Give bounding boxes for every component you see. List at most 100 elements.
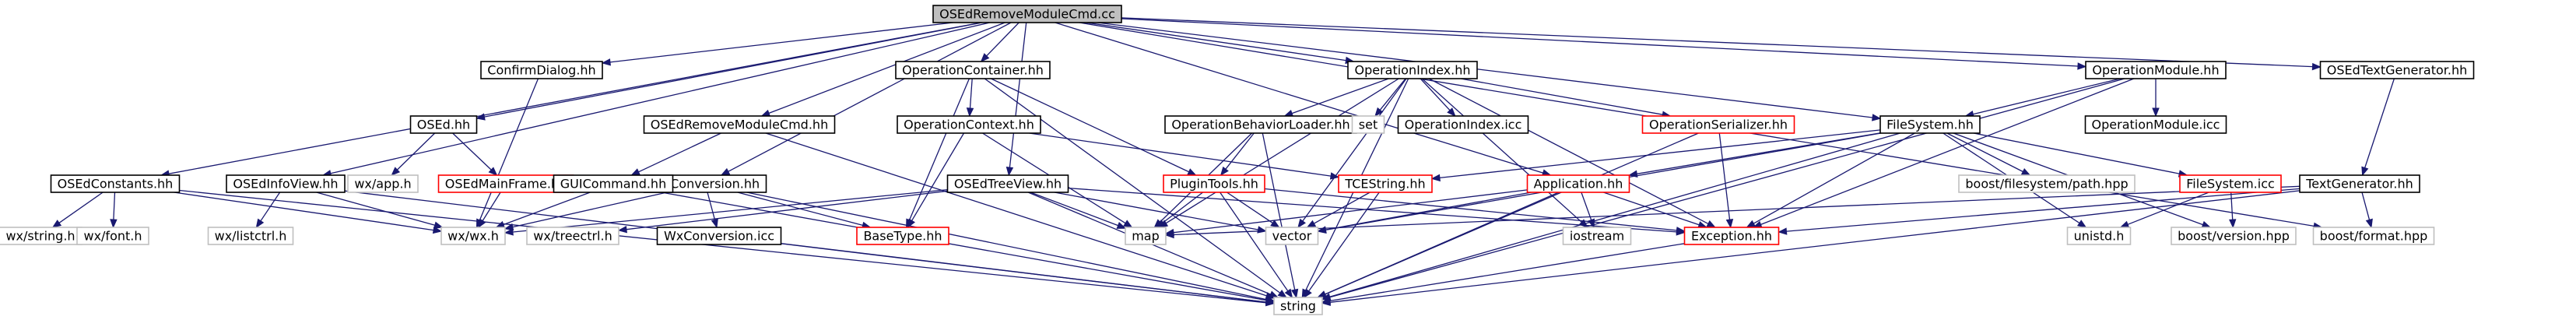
node-vector: vector <box>1265 227 1319 245</box>
edge-opindex-to-opindexicc <box>1420 78 1456 117</box>
edge-root-to-opcontainer <box>980 22 1020 62</box>
edge-textgenerator-to-map <box>1164 185 2301 239</box>
node-label: WxConversion.icc <box>664 229 774 244</box>
node-label: map <box>1132 229 1160 244</box>
node-filesystem[interactable]: FileSystem.hh <box>1879 115 1981 134</box>
edge-filesystemicc-to-boostversion <box>2229 192 2237 229</box>
edge-opindex-to-iostream <box>1421 78 1588 228</box>
node-opcontainer[interactable]: OperationContainer.hh <box>895 61 1051 79</box>
node-label: OSEdTextGenerator.hh <box>2327 63 2468 78</box>
node-guicommand[interactable]: GUICommand.hh <box>553 174 674 193</box>
node-label: OperationBehaviorLoader.hh <box>1171 118 1349 132</box>
node-textgenhh[interactable]: OSEdTextGenerator.hh <box>2319 61 2475 79</box>
edge-opcontainer-to-plugintools <box>991 78 1197 176</box>
node-wxwx: wx/wx.h <box>440 227 506 245</box>
node-label: PluginTools.hh <box>1170 177 1258 192</box>
node-label: OSEdMainFrame.hh <box>445 177 567 192</box>
node-opmoduleicc[interactable]: OperationModule.icc <box>2084 115 2227 134</box>
edge-infoview-to-wxwx <box>316 192 444 229</box>
edge-filesystem-to-pathhpp <box>1946 132 2031 176</box>
node-behaviorloader[interactable]: OperationBehaviorLoader.hh <box>1164 115 1357 134</box>
node-label: set <box>1359 118 1377 132</box>
edge-confirm-to-wxwx <box>476 78 539 229</box>
edge-root-to-textgenhh <box>1121 17 2322 71</box>
node-label: OperationIndex.icc <box>1405 118 1522 132</box>
edge-root-to-treeview <box>1005 22 1027 177</box>
edge-textgenerator-to-boostformat <box>2361 192 2373 229</box>
node-wxconvicc[interactable]: WxConversion.icc <box>656 227 782 245</box>
node-label: TextGenerator.hh <box>2305 177 2413 192</box>
node-label: boost/format.hpp <box>2320 229 2428 244</box>
edge-opindex-to-map <box>1158 78 1399 228</box>
node-label: Application.hh <box>1534 177 1623 192</box>
node-label: iostream <box>1570 229 1624 244</box>
node-label: wx/treectrl.h <box>533 229 612 244</box>
node-mainframe[interactable]: OSEdMainFrame.hh <box>437 174 574 193</box>
edge-textgenhh-to-textgenerator <box>2361 78 2395 177</box>
edge-treeview-to-wxtreectrl <box>617 190 948 234</box>
node-basetype[interactable]: BaseType.hh <box>856 227 949 245</box>
node-label: wx/app.h <box>354 177 411 192</box>
node-constants[interactable]: OSEdConstants.hh <box>50 174 181 193</box>
edge-infoview-to-string <box>344 190 1276 306</box>
node-application[interactable]: Application.hh <box>1526 174 1630 193</box>
node-confirm[interactable]: ConfirmDialog.hh <box>480 61 603 79</box>
node-map: map <box>1125 227 1167 245</box>
node-label: unistd.h <box>2074 229 2125 244</box>
edge-mainframe-to-wxwx <box>478 192 501 229</box>
node-label: OSEdConstants.hh <box>58 177 174 192</box>
node-serializer[interactable]: OperationSerializer.hh <box>1641 115 1795 134</box>
edge-wxconv-to-string <box>746 192 1276 304</box>
node-removecmdhh[interactable]: OSEdRemoveModuleCmd.hh <box>643 115 836 134</box>
edge-wxconvicc-to-string <box>781 242 1276 306</box>
node-root[interactable]: OSEdRemoveModuleCmd.cc <box>932 5 1122 23</box>
edge-opcontainer-to-string <box>984 78 1287 298</box>
node-osed[interactable]: OSEd.hh <box>409 115 478 134</box>
node-opmodule[interactable]: OperationModule.hh <box>2085 61 2227 79</box>
edge-root-to-wxconv <box>720 22 1012 176</box>
edge-root-to-infoview <box>321 22 991 178</box>
node-label: OSEdTreeView.hh <box>954 177 1062 192</box>
node-exception[interactable]: Exception.hh <box>1683 227 1780 245</box>
node-label: WxConversion.hh <box>651 177 760 192</box>
node-textgenerator[interactable]: TextGenerator.hh <box>2299 174 2420 193</box>
edge-wxconv-to-basetype <box>737 192 872 229</box>
node-filesystemicc[interactable]: FileSystem.icc <box>2179 174 2282 193</box>
edge-opcontext-to-tcestring <box>1029 132 1340 180</box>
edge-filesystem-to-string <box>1321 132 1900 301</box>
edge-constants-to-wxstring <box>51 192 104 228</box>
node-tcestring[interactable]: TCEString.hh <box>1338 174 1433 193</box>
node-treeview[interactable]: OSEdTreeView.hh <box>946 174 1069 193</box>
edge-textgenerator-to-exception <box>1778 188 2301 235</box>
node-wxfont: wx/font.h <box>76 227 149 245</box>
edge-treeview-to-map <box>1030 192 1127 229</box>
edge-constants-to-wxfont <box>110 192 118 229</box>
node-label: boost/version.hpp <box>2178 229 2290 244</box>
node-opindexicc[interactable]: OperationIndex.icc <box>1397 115 1529 134</box>
edge-osed-to-mainframe <box>452 132 498 176</box>
node-infoview[interactable]: OSEdInfoView.hh <box>226 174 346 193</box>
node-wxstring: wx/string.h <box>0 227 82 245</box>
node-label: wx/wx.h <box>447 229 499 244</box>
node-wxconv[interactable]: WxConversion.hh <box>643 174 767 193</box>
node-label: TCEString.hh <box>1344 177 1425 192</box>
node-plugintools[interactable]: PluginTools.hh <box>1163 174 1265 193</box>
node-label: OperationModule.icc <box>2092 118 2220 132</box>
edge-removecmdhh-to-guicommand <box>630 132 721 176</box>
edge-treeview-to-wxwx <box>504 188 948 236</box>
node-label: OperationSerializer.hh <box>1649 118 1788 132</box>
node-opindex[interactable]: OperationIndex.hh <box>1347 61 1478 79</box>
edge-osed-to-wxapp <box>391 132 436 176</box>
edge-removecmdhh-to-string <box>765 132 1276 300</box>
node-label: OSEdInfoView.hh <box>233 177 338 192</box>
edge-plugintools-to-string <box>1220 192 1293 299</box>
edge-wxconv-to-wxconvicc <box>707 192 718 229</box>
node-opcontext[interactable]: OperationContext.hh <box>897 115 1041 134</box>
edge-behaviorloader-to-plugintools <box>1220 132 1255 177</box>
edge-filesystem-to-filesystemicc <box>1973 132 2188 178</box>
edge-root-to-filesystem <box>1097 22 1882 121</box>
edge-plugintools-to-map <box>1156 192 1203 228</box>
node-wxapp: wx/app.h <box>347 174 419 193</box>
node-pathhpp: boost/filesystem/path.hpp <box>1958 174 2136 193</box>
